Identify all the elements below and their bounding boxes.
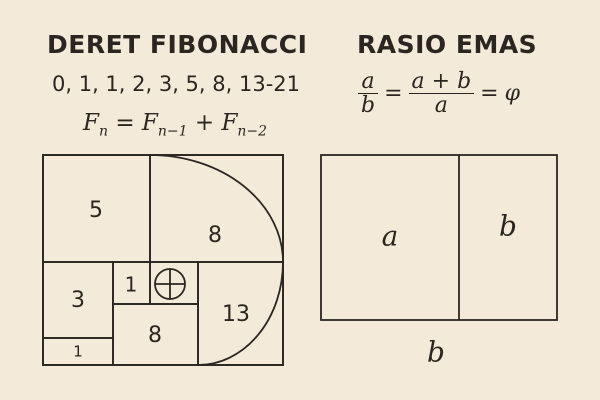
label-1-bottom: 1	[73, 343, 83, 361]
label-5: 5	[89, 198, 103, 223]
formula-lhs: F	[83, 110, 99, 136]
label-8-top: 8	[208, 223, 222, 248]
golden-ratio-title: RASIO EMAS	[357, 30, 538, 59]
fibonacci-title: DERET FIBONACCI	[47, 30, 308, 59]
label-b-bottom: b	[427, 336, 445, 369]
label-8-bottom: 8	[148, 323, 162, 348]
fraction1-denominator: b	[361, 93, 376, 119]
formula-plus: +	[194, 110, 215, 136]
golden-spiral	[149, 154, 284, 366]
label-13: 13	[222, 302, 250, 327]
fraction2-denominator: a	[434, 93, 448, 119]
label-1-mid: 1	[125, 273, 138, 297]
ratio-equals-2: =	[480, 81, 499, 107]
fibonacci-tiling: 5 8 3 1 8 13 1	[42, 154, 284, 366]
formula-equals: =	[115, 110, 135, 136]
fraction2-numerator: a + b	[408, 70, 475, 95]
formula-term1-sub: n−1	[157, 123, 188, 140]
golden-rectangle: a b b	[320, 154, 558, 369]
ratio-equals-1: =	[384, 81, 403, 107]
fraction1-numerator: a	[358, 70, 378, 95]
phi-symbol: φ	[504, 81, 520, 107]
label-3: 3	[71, 288, 85, 313]
fibonacci-sequence: 0, 1, 1, 2, 3, 5, 8, 13-21	[52, 72, 301, 96]
fibonacci-recurrence-formula: Fn = Fn−1 + Fn−2	[83, 110, 267, 140]
formula-term2: F	[221, 110, 238, 136]
label-b: b	[499, 210, 517, 243]
fraction-a-over-b: a b	[358, 70, 378, 117]
square-13	[197, 261, 284, 366]
formula-term2-sub: n−2	[237, 123, 268, 140]
fraction-a-plus-b-over-a: a + b a	[408, 70, 475, 119]
spiral-center-icon	[154, 268, 186, 300]
golden-rectangle-frame	[320, 154, 558, 321]
tiling-outer-frame	[42, 154, 284, 366]
label-a: a	[382, 220, 399, 253]
formula-lhs-sub: n	[98, 123, 108, 140]
formula-term1: F	[141, 110, 158, 136]
golden-ratio-formula: a b = a + b a = φ	[358, 70, 520, 117]
